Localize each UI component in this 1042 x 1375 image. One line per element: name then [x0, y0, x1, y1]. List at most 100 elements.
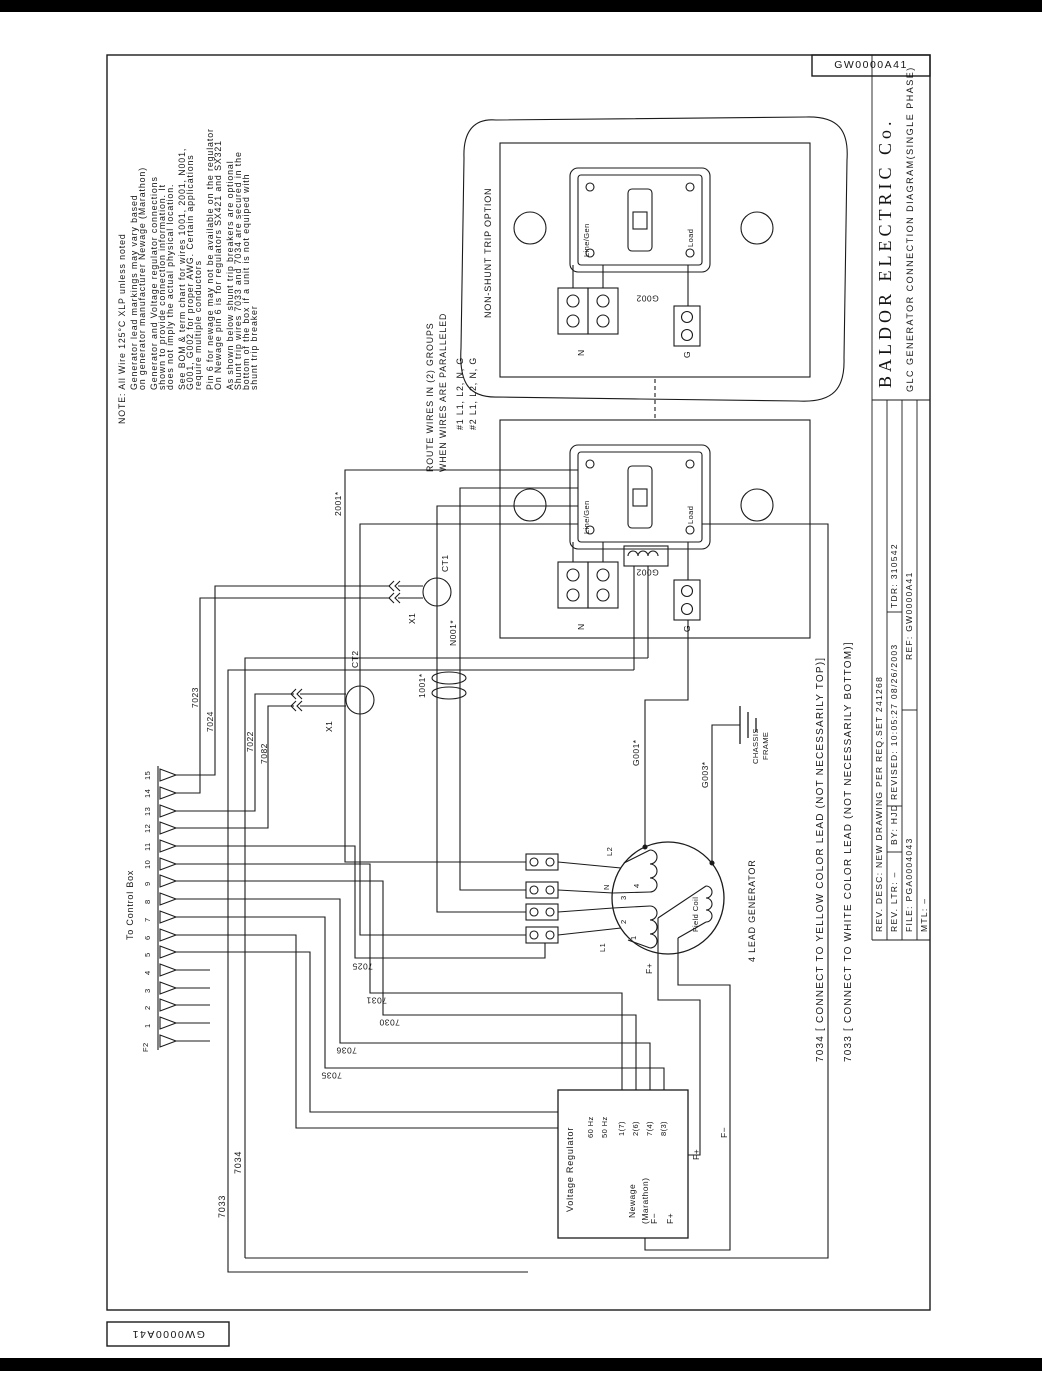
gen-terminal-1: 1 [629, 935, 638, 940]
chassis-ground-symbol [739, 706, 757, 744]
field-minus-label: F− [719, 1126, 729, 1138]
note-line: on generator manufacturer Newage (Marath… [137, 166, 147, 390]
wire-label-n001: N001* [448, 619, 458, 646]
wire-label-7036: 7036 [336, 1045, 357, 1056]
route-note-4: #2 L1, L2, N, G [468, 356, 478, 430]
generator-label: 4 LEAD GENERATOR [747, 859, 757, 963]
breaker-linegen-label-nonshunt: Line/Gen [582, 223, 591, 257]
regulator-pin-4: 8(3) [659, 1121, 668, 1136]
terminal-number-4: 4 [143, 970, 152, 975]
junction-blocks [525, 853, 559, 944]
terminal-number-15: 15 [143, 770, 152, 780]
rev-tdr: TDR: 310542 [889, 543, 899, 608]
breaker-load-label-nonshunt: Load [686, 228, 695, 247]
wire-label-7082: 7082 [259, 743, 269, 764]
regulator-50hz: 50 Hz [600, 1116, 609, 1138]
ct2-x1-label: X1 [324, 720, 334, 732]
g002-label-nonshunt: G002 [636, 293, 659, 304]
field-coil-label: Field Coil [691, 896, 700, 932]
bottom-scan-bar [0, 1358, 1042, 1371]
field-plus-label-gen: F+ [644, 962, 654, 974]
chassis-label-2: FRAME [761, 731, 770, 760]
terminal-number-6: 6 [143, 935, 152, 940]
rev-ltr: REV. LTR: – [889, 871, 899, 932]
terminal-number-9: 9 [143, 881, 152, 886]
gen-terminal-l1: L1 [598, 942, 607, 952]
note-7034-bracket: 7034 [ CONNECT TO YELLOW COLOR LEAD (NOT… [815, 656, 826, 1062]
terminal-number-11: 11 [143, 842, 152, 851]
wire-label-7024: 7024 [205, 711, 215, 732]
wire-label-7023: 7023 [190, 687, 200, 708]
drawing-title: GLC GENERATOR CONNECTION DIAGRAM(SINGLE … [905, 66, 915, 392]
wires [176, 469, 829, 1273]
wire-twist-marks [431, 671, 467, 700]
f2-terminal-label: F2 [141, 1042, 150, 1052]
g002-label-shunt: G002 [636, 567, 659, 578]
gen-terminal-l2: L2 [605, 846, 614, 856]
ct1-label: CT1 [440, 554, 450, 572]
note-line: NOTE: All Wire 125°C XLP unless noted [117, 233, 127, 424]
voltage-regulator-box [557, 1089, 689, 1239]
regulator-label: Voltage Regulator [565, 1126, 575, 1212]
title-block-lines [871, 55, 930, 941]
regulator-f-minus: F− [649, 1212, 659, 1224]
route-note-2: WHEN WIRES ARE PARALLELED [438, 312, 448, 472]
file-ref: FILE: PGA0004043 [904, 837, 914, 932]
drawing-frame [106, 54, 931, 1347]
gen-terminal-4: 4 [632, 883, 641, 888]
top-scan-bar [0, 0, 1042, 12]
ct1-x1-label: X1 [407, 612, 417, 624]
neutral-terminal-label-nonshunt: N [576, 349, 586, 356]
rev-revised: REVISED: 10:05:27 08/26/2003 [889, 643, 899, 800]
gen-terminal-n: N [602, 884, 611, 890]
gen-terminal-2: 2 [619, 919, 628, 924]
note-line: does not imply the actual physical locat… [165, 183, 175, 390]
non-shunt-label: NON-SHUNT TRIP OPTION [483, 187, 493, 318]
regulator-brand-1: Newage [627, 1183, 637, 1218]
note-7033-bracket: 7033 [ CONNECT TO WHITE COLOR LEAD (NOT … [843, 641, 854, 1062]
regulator-pin-3: 7(4) [645, 1121, 654, 1136]
regulator-pin-1: 1(7) [617, 1121, 626, 1136]
route-note-3: #1 L1, L2, N, G [455, 356, 465, 430]
control-box-label: To Control Box [125, 869, 135, 940]
field-plus-label-reg: F+ [691, 1148, 701, 1160]
wire-label-2001: 2001* [333, 491, 343, 516]
ref-number: REF: GW0000A41 [904, 571, 914, 660]
generator-symbol [557, 841, 725, 955]
terminal-number-3: 3 [143, 988, 152, 993]
terminal-number-10: 10 [143, 859, 152, 869]
shunt-breaker-enclosure [499, 419, 811, 639]
regulator-pin-2: 2(6) [631, 1121, 640, 1136]
note-line: shunt trip breaker [249, 305, 259, 390]
wire-label-7022: 7022 [245, 731, 255, 752]
terminal-number-13: 13 [143, 806, 152, 816]
terminal-number-1: 1 [143, 1023, 152, 1028]
breaker-linegen-label-shunt: Line/Gen [582, 500, 591, 534]
terminal-number-5: 5 [143, 952, 152, 957]
wire-label-7030: 7030 [379, 1017, 400, 1028]
company-name: BALDOR ELECTRIC Co. [875, 117, 895, 388]
non-shunt-enclosure [460, 116, 848, 418]
rev-by: BY: HJD [889, 803, 899, 845]
ct2-label: CT2 [350, 650, 360, 668]
note-line: require multiple conductors [193, 260, 203, 390]
terminal-strip [157, 766, 178, 1050]
chassis-label-1: CHASSIS [751, 728, 760, 764]
wire-label-g001: G001* [631, 739, 641, 766]
regulator-f-plus: F+ [665, 1212, 675, 1224]
breaker-load-label-shunt: Load [686, 505, 695, 524]
terminal-number-2: 2 [143, 1005, 152, 1010]
terminal-number-12: 12 [143, 823, 152, 833]
doc-number-bottom: GW0000A41 [131, 1328, 205, 1340]
terminal-number-14: 14 [143, 788, 152, 798]
wire-label-7031: 7031 [366, 995, 387, 1006]
wire-label-1001: 1001* [417, 673, 427, 698]
wire-label-7033: 7033 [217, 1194, 227, 1218]
regulator-60hz: 60 Hz [586, 1116, 595, 1138]
terminal-number-8: 8 [143, 899, 152, 904]
ground-terminal-label-shunt: G [682, 624, 692, 632]
terminal-number-7: 7 [143, 917, 152, 922]
note-line: On Newage pin 6 is for regulators SX421 … [213, 140, 223, 390]
